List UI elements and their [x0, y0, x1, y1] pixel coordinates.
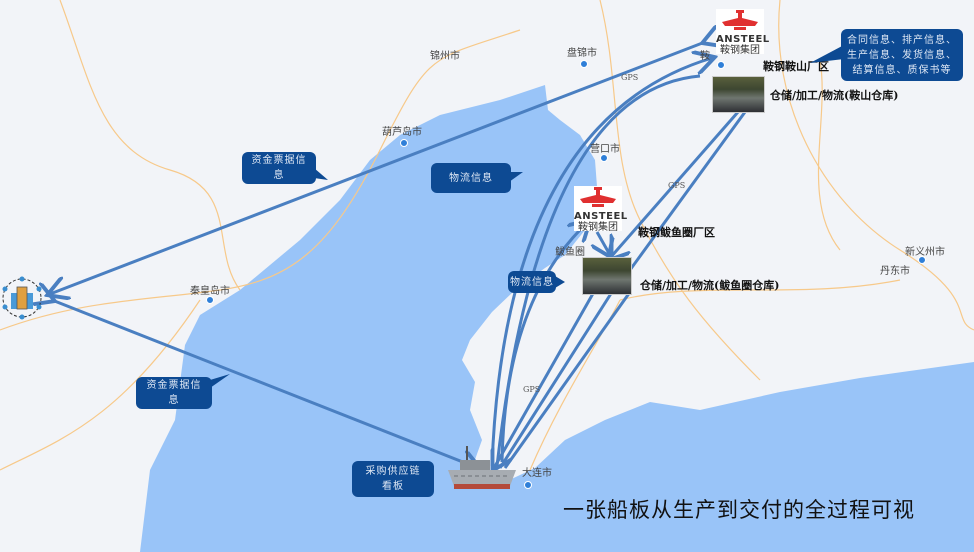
bayuquan-plant-label: 鞍钢鲅鱼圈厂区	[638, 226, 715, 239]
arrow-bayuquan-to-ship-1	[494, 289, 597, 468]
page-title: 一张船板从生产到交付的全过程可视	[563, 498, 915, 522]
arrow-ship-to-anshan	[490, 58, 712, 467]
city-dot	[524, 481, 532, 489]
gps-label: GPS	[621, 73, 639, 82]
city-dot	[918, 256, 926, 264]
callout-procurement-board[interactable]: 采购供应链看板	[352, 461, 434, 497]
callout-tail	[555, 276, 565, 288]
callout-funds-bottom: 资金票据信息	[136, 377, 212, 409]
arrow-anshan-to-company	[50, 42, 705, 294]
callout-info-types: 合同信息、排产信息、生产信息、发货信息、结算信息、质保书等	[841, 29, 963, 81]
arrow-anshan-wh-to-bayuquan-2	[628, 111, 747, 271]
arrow-bayuquan-to-ship-2	[498, 291, 614, 469]
arrow-ship-to-bayuquan	[500, 222, 588, 463]
gps-label: GPS	[523, 385, 541, 394]
city-yingkou: 营口市	[590, 144, 620, 155]
arrow-logo-to-wh	[597, 231, 610, 255]
callout-tail	[810, 45, 844, 63]
ship-icon	[448, 446, 516, 489]
city-dot	[206, 296, 214, 304]
building-network-icon[interactable]	[0, 276, 44, 320]
city-sinuiju: 新义州市	[905, 247, 945, 258]
anshan-warehouse-photo	[712, 76, 765, 113]
city-dot	[600, 154, 608, 162]
arrow-bayuquan-to-ship-3	[503, 291, 632, 469]
city-dot	[400, 139, 408, 147]
city-panjin: 盘锦市	[567, 48, 597, 59]
city-bayuquan: 鲅鱼圈	[555, 247, 585, 258]
callout-logistics-mid: 物流信息	[508, 271, 556, 293]
callout-logistics-top: 物流信息	[431, 163, 511, 193]
city-huludao: 葫芦岛市	[382, 127, 422, 138]
city-dot	[580, 60, 588, 68]
city-anshan: 鞍	[700, 51, 710, 62]
bayuquan-warehouse-photo	[582, 257, 632, 295]
anshan-plant-label: 鞍钢鞍山厂区	[763, 60, 829, 73]
city-dalian: 大连市	[522, 468, 552, 479]
callout-funds-top: 资金票据信息	[242, 152, 316, 184]
callout-tail	[314, 168, 328, 180]
arrow-anshan-wh-to-bayuquan-1	[610, 111, 740, 258]
city-qinhuangdao: 秦皇岛市	[190, 286, 230, 297]
gps-label: GPS	[668, 181, 686, 190]
callout-tail	[509, 172, 523, 182]
callout-tail	[210, 374, 230, 388]
anshan-warehouse-label: 仓储/加工/物流(鞍山仓库)	[770, 89, 899, 102]
city-jinzhou: 锦州市	[430, 51, 460, 62]
ansteel-mark-icon	[722, 10, 758, 30]
city-dot	[717, 61, 725, 69]
flow-arrows	[50, 42, 747, 469]
city-dandong: 丹东市	[880, 266, 910, 277]
ansteel-mark-icon	[580, 187, 616, 207]
arrow-company-ship	[52, 300, 478, 468]
bayuquan-warehouse-label: 仓储/加工/物流(鲅鱼圈仓库)	[640, 279, 780, 292]
